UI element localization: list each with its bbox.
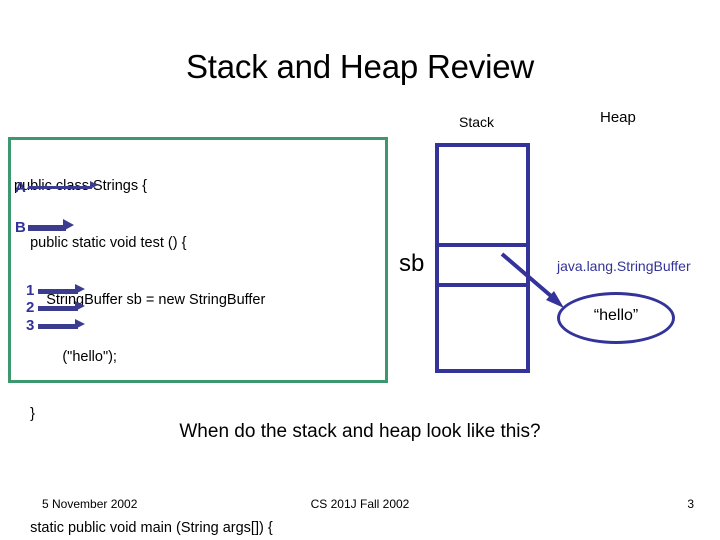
heap-object-type-label: java.lang.StringBuffer — [557, 258, 691, 274]
annotation-arrow-1-shaft — [38, 289, 78, 294]
annotation-arrow-2-shaft — [38, 306, 78, 311]
code-listing-text: public class Strings { public static voi… — [14, 139, 386, 540]
annotation-arrow-3-head-icon — [75, 319, 85, 329]
footer-page-number: 3 — [687, 497, 694, 511]
stack-cell-divider — [435, 283, 530, 287]
stack-cell-divider — [435, 243, 530, 247]
annotation-arrow-2-head-icon — [75, 301, 85, 311]
footer-course: CS 201J Fall 2002 — [310, 497, 410, 511]
code-line: } — [14, 406, 35, 422]
annotation-arrow-b-head-icon — [63, 219, 74, 231]
annotation-label-2: 2 — [26, 299, 35, 316]
annotation-arrow-a-head-icon — [90, 181, 98, 189]
heap-column-heading: Heap — [600, 109, 636, 126]
stack-variable-label-sb: sb — [399, 250, 425, 277]
code-line: static public void main (String args[]) … — [14, 520, 273, 536]
annotation-label-3: 3 — [26, 317, 35, 334]
annotation-arrow-b-shaft — [28, 225, 66, 231]
annotation-arrow-3-shaft — [38, 324, 78, 329]
annotation-label-b: B — [15, 219, 26, 236]
annotation-arrow-a-shaft — [28, 186, 92, 189]
code-line: StringBuffer sb = new StringBuffer — [14, 292, 266, 308]
code-listing-box — [8, 137, 388, 383]
footer-date: 5 November 2002 — [42, 497, 138, 511]
stack-column-heading: Stack — [459, 114, 495, 130]
heap-object-value-label: “hello” — [593, 307, 639, 324]
heap-object-ellipse — [557, 292, 675, 344]
question-text: When do the stack and heap look like thi… — [179, 421, 541, 442]
annotation-label-a: A — [15, 179, 26, 196]
slide-footer: 5 November 2002 CS 201J Fall 2002 3 — [0, 496, 720, 516]
code-line: public static void test () { — [14, 235, 187, 251]
annotation-arrow-1-head-icon — [75, 284, 85, 294]
annotation-label-1: 1 — [26, 282, 35, 299]
page-title: Stack and Heap Review — [186, 48, 534, 85]
code-line: ("hello"); — [14, 349, 117, 365]
code-blank-line — [14, 462, 386, 481]
heap-pointer-arrow-icon — [500, 252, 564, 308]
stack-diagram-box — [435, 143, 530, 373]
